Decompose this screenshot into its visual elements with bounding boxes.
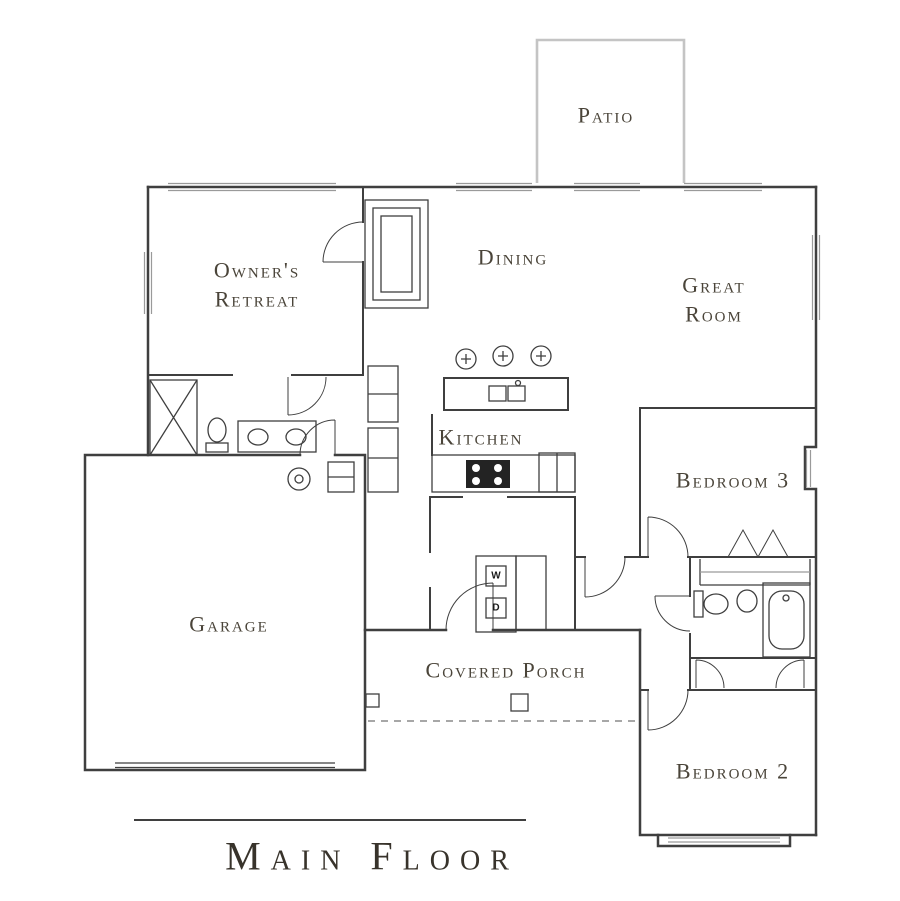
bath2-door	[654, 595, 691, 632]
hall-bath-fixtures	[693, 582, 811, 658]
owners-retreat-alcove	[364, 199, 429, 309]
toilet2-bowl	[703, 593, 729, 615]
dryer-box	[485, 597, 507, 619]
pendant-light	[530, 345, 552, 367]
washer-box	[485, 565, 507, 587]
window-marks	[115, 182, 821, 843]
interior-walls	[147, 186, 817, 691]
faucet	[514, 379, 522, 387]
closet-door-right	[775, 659, 805, 689]
room-label-dining: Dining	[477, 244, 549, 270]
stove	[466, 460, 510, 488]
island-sink-right	[507, 385, 526, 402]
hall-door	[584, 556, 626, 598]
sink-right	[285, 428, 307, 446]
porch-post	[510, 693, 529, 712]
garage-entry-door	[299, 419, 336, 456]
closets	[327, 365, 811, 631]
washer-label: W	[491, 570, 501, 582]
owners-bath-door	[287, 376, 327, 416]
bedroom2-door	[647, 689, 689, 731]
porch-details	[365, 693, 636, 722]
room-label-patio: Patio	[577, 102, 635, 128]
room-label-kitchen: Kitchen	[438, 424, 524, 450]
bedroom3-door	[647, 516, 689, 558]
fixture-circle	[287, 467, 311, 491]
exterior-walls	[83, 185, 818, 848]
room-label-great-room: Great Room	[682, 272, 746, 326]
pendant-light	[492, 345, 514, 367]
kitchen-fixtures	[431, 345, 576, 493]
laundry-cabinet	[475, 555, 517, 633]
vanity	[237, 420, 317, 453]
tub-drain	[782, 594, 790, 602]
bifold-doors	[727, 528, 789, 558]
page-title: Main Floor	[225, 833, 519, 879]
front-door	[445, 582, 494, 631]
room-label-garage: Garage	[189, 611, 269, 637]
shower	[149, 379, 198, 456]
toilet-tank	[205, 442, 229, 453]
bathtub	[762, 582, 811, 658]
sink-left	[247, 428, 269, 446]
patio-outline	[535, 38, 686, 183]
owners-retreat-door	[322, 221, 364, 263]
closet-door-left	[695, 659, 725, 689]
pedestal-sink	[736, 589, 758, 613]
door-swings	[287, 221, 805, 731]
room-label-covered-porch: Covered Porch	[425, 657, 587, 683]
island	[443, 377, 569, 411]
room-label-bedroom3: Bedroom 3	[675, 467, 791, 493]
toilet2-tank	[693, 590, 704, 618]
room-label-owners-retreat: Owner's Retreat	[213, 257, 301, 311]
laundry-fixtures	[475, 555, 517, 633]
toilet-bowl	[207, 417, 227, 443]
island-sink-left	[488, 385, 507, 402]
bathtub-inner	[768, 590, 805, 650]
room-label-bedroom2: Bedroom 2	[675, 758, 791, 784]
garage-door	[115, 762, 335, 769]
owners-bath-fixtures	[149, 379, 317, 491]
dryer-label: D	[492, 602, 500, 614]
porch-post	[365, 693, 380, 708]
pendant-light	[455, 348, 477, 370]
